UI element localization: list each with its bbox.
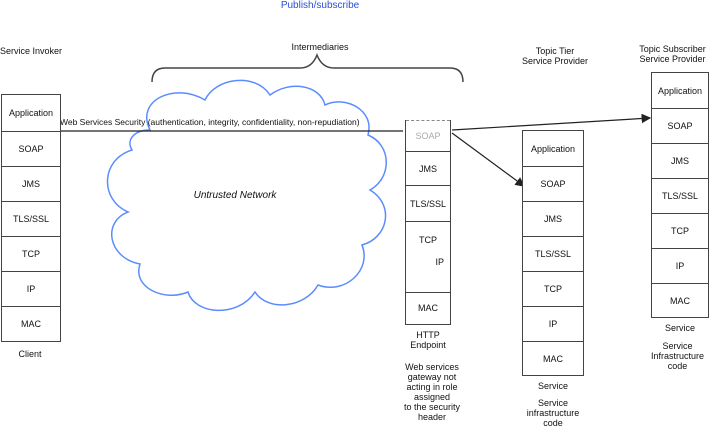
invoker-stack: Application SOAP JMS TLS/SSL TCP IP MAC: [1, 94, 61, 342]
subscriber-layer-tls: TLS/SSL: [652, 178, 708, 213]
gateway-layer-mac: MAC: [406, 292, 450, 323]
topic-tier-layer-tls: TLS/SSL: [523, 236, 583, 271]
subscriber-layer-jms: JMS: [652, 143, 708, 178]
intermediaries-brace: [151, 52, 464, 83]
subscriber-layer-application: Application: [657, 85, 703, 96]
subscriber-layer-tcp: TCP: [652, 213, 708, 248]
subscriber-layer-soap: SOAP: [652, 108, 708, 143]
gateway-layer-jms: JMS: [406, 151, 450, 185]
topic-tier-stack: Application SOAP JMS TLS/SSL TCP IP MAC: [522, 130, 584, 376]
gateway-layer-tls: TLS/SSL: [406, 185, 450, 221]
invoker-layer-tls: TLS/SSL: [2, 201, 60, 236]
gateway-layer-ip: IP: [435, 257, 444, 267]
topic-tier-layer-jms: JMS: [523, 201, 583, 236]
topic-tier-layer-tcp: TCP: [523, 271, 583, 306]
subscriber-stack: Application SOAP JMS TLS/SSL TCP IP MAC: [651, 72, 709, 318]
subscriber-layer-mac: MAC: [652, 283, 708, 317]
invoker-layer-mac: MAC: [2, 306, 60, 341]
subscriber-caption-note: Service Infrastructure code: [650, 341, 705, 371]
subscriber-heading: Topic Subscriber Service Provider: [639, 44, 706, 64]
gateway-caption-note: Web services gateway not acting in role …: [403, 362, 461, 422]
invoker-layer-tcp: TCP: [2, 236, 60, 271]
security-label: Web Services Security (authentication, i…: [60, 117, 360, 127]
gateway-stack: SOAP JMS TLS/SSL TCP IP MAC: [405, 120, 451, 325]
topic-tier-layer-mac: MAC: [523, 341, 583, 375]
topic-tier-layer-ip: IP: [523, 306, 583, 341]
topic-tier-layer-application: Application: [530, 143, 576, 154]
invoker-caption: Client: [18, 349, 42, 359]
gateway-caption-title: HTTP Endpoint: [410, 330, 446, 350]
untrusted-network-cloud: [106, 79, 387, 312]
invoker-layer-jms: JMS: [2, 166, 60, 201]
subscriber-layer-ip: IP: [652, 248, 708, 283]
gateway-layer-tcp: TCP: [406, 221, 450, 257]
invoker-heading: Service Invoker: [0, 46, 63, 56]
intermediaries-label: Intermediaries: [291, 42, 349, 52]
invoker-layer-soap: SOAP: [2, 131, 60, 166]
topic-tier-heading: Topic Tier Service Provider: [521, 46, 589, 66]
diagram-title: Publish/subscribe: [280, 0, 360, 11]
arrow-gateway-to-subscriber: [451, 113, 652, 131]
topic-tier-caption-title: Service: [537, 381, 568, 391]
untrusted-network-label: Untrusted Network: [193, 190, 277, 201]
gateway-layer-soap: SOAP: [406, 120, 450, 151]
subscriber-caption-title: Service: [664, 323, 695, 333]
topic-tier-layer-soap: SOAP: [523, 166, 583, 201]
arrow-gateway-to-topic-tier: [451, 132, 525, 187]
invoker-layer-application: Application: [8, 108, 54, 118]
topic-tier-caption-note: Service infrastructure code: [526, 398, 580, 428]
invoker-layer-ip: IP: [2, 271, 60, 306]
